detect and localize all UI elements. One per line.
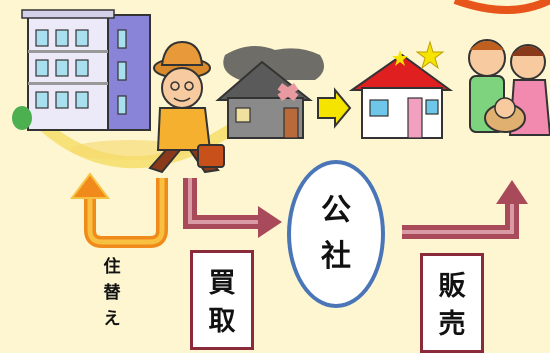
old-house-icon <box>215 46 324 139</box>
young-family-icon <box>468 39 550 136</box>
sell-char-1: 販 <box>438 271 466 302</box>
flow-diagram <box>12 0 550 248</box>
new-house-icon <box>348 40 454 139</box>
buy-char-2: 取 <box>208 306 236 337</box>
buy-char-1: 買 <box>208 268 236 299</box>
sell-label-box: 販 売 <box>420 253 484 353</box>
corporation-char-1: 公 <box>321 193 351 228</box>
move-char-3: え <box>103 309 121 329</box>
move-char-2: 替 <box>103 283 121 303</box>
corporation-char-2: 社 <box>321 239 351 274</box>
move-char-1: 住 <box>103 257 121 277</box>
corporation-ellipse: 公 社 <box>287 160 385 308</box>
elderly-man-icon <box>148 40 225 174</box>
buy-label-box: 買 取 <box>190 250 254 350</box>
sell-arrow-icon <box>402 200 519 239</box>
arrow-right-icon <box>317 87 352 129</box>
apartment-building-icon <box>12 9 151 131</box>
sell-char-2: 売 <box>438 309 466 340</box>
move-label: 住 替 え <box>100 254 124 332</box>
corner-arc <box>453 0 550 14</box>
buy-arrow-icon <box>183 178 262 229</box>
